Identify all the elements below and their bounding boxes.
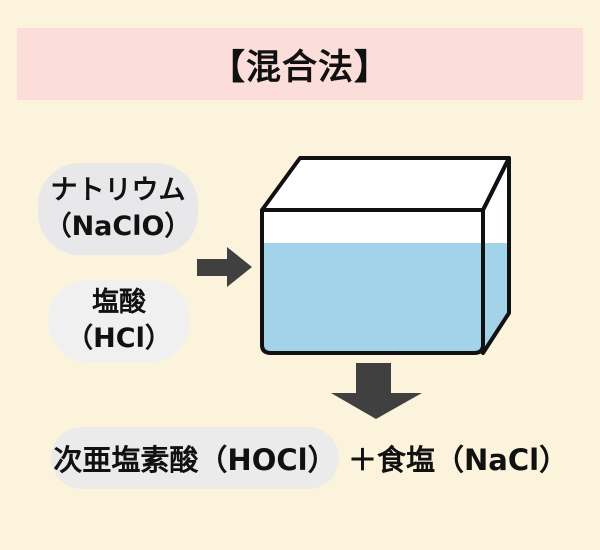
tank-top-face xyxy=(262,158,509,210)
reactant-sodium-hypochlorite-name: ナトリウム xyxy=(50,175,186,206)
reactant-sodium-hypochlorite-formula: （NaClO） xyxy=(44,211,192,242)
reactant-sodium-hypochlorite-bubble: ナトリウム （NaClO） xyxy=(38,163,198,255)
down-arrow-icon xyxy=(331,363,422,419)
byproduct-salt-label: ＋食塩（NaCl） xyxy=(348,443,569,477)
reactant-hydrochloric-acid-name: 塩酸 xyxy=(92,287,146,318)
page-title: 【混合法】 xyxy=(209,47,390,88)
product-hypochlorous-acid-bubble: 次亜塩素酸（HOCl） xyxy=(51,427,339,489)
reactant-hydrochloric-acid-bubble: 塩酸 （HCl） xyxy=(48,280,190,362)
title-banner: 【混合法】 xyxy=(17,28,583,100)
tank-liquid-right xyxy=(483,243,509,353)
right-arrow-icon xyxy=(197,247,252,287)
tank-outline-right xyxy=(481,156,511,355)
tank-outline-front xyxy=(260,208,485,355)
reactant-hydrochloric-acid-formula: （HCl） xyxy=(66,323,172,354)
tank-liquid-front xyxy=(262,243,483,353)
mixing-tank-illustration xyxy=(197,156,511,419)
product-hypochlorous-acid-label: 次亜塩素酸（HOCl） xyxy=(53,443,337,477)
